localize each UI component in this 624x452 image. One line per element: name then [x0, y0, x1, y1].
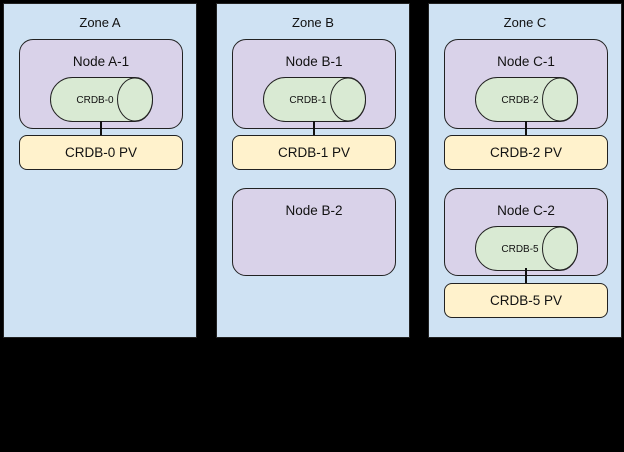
database-cylinder-icon: CRDB-0	[50, 77, 154, 122]
pod-label: CRDB-0	[76, 95, 114, 106]
pod-label: CRDB-1	[289, 95, 327, 106]
node-box-c1: Node C-1 CRDB-2	[444, 39, 608, 129]
crdb-pod: CRDB-0	[50, 77, 154, 122]
cylinder-cap	[117, 77, 153, 122]
crdb-pod: CRDB-1	[263, 77, 367, 122]
database-cylinder-icon: CRDB-2	[475, 77, 579, 122]
cylinder-cap	[330, 77, 366, 122]
node-label: Node B-2	[285, 203, 343, 218]
pv-label: CRDB-5 PV	[489, 293, 562, 308]
zone-panel-c: Zone C Node C-1 CRDB-2 CRDB-2 PV Node C-…	[428, 3, 622, 338]
pod-to-pv-connector	[100, 121, 102, 136]
node-box-a1: Node A-1 CRDB-0	[19, 39, 183, 129]
zone-panel-a: Zone A Node A-1 CRDB-0 CRDB-0 PV	[3, 3, 197, 338]
pv-box: CRDB-5 PV	[444, 283, 608, 318]
node-label: Node A-1	[72, 54, 130, 69]
pod-to-pv-connector	[313, 121, 315, 136]
node-box-b1: Node B-1 CRDB-1	[232, 39, 396, 129]
database-cylinder-icon: CRDB-5	[475, 226, 579, 271]
zone-title: Zone A	[79, 15, 121, 30]
cylinder-cap	[542, 77, 578, 122]
zone-title: Zone C	[503, 15, 547, 30]
pv-label: CRDB-2 PV	[489, 145, 562, 160]
crdb-pod: CRDB-2	[475, 77, 579, 122]
pod-to-pv-connector	[525, 121, 527, 136]
node-label: Node C-1	[497, 54, 555, 69]
pv-label: CRDB-0 PV	[64, 145, 137, 160]
pod-to-pv-connector	[525, 268, 527, 284]
node-box-b2: Node B-2	[232, 188, 396, 276]
pv-box: CRDB-1 PV	[232, 135, 396, 170]
crdb-pod: CRDB-5	[475, 226, 579, 271]
pod-label: CRDB-2	[501, 95, 539, 106]
pv-label: CRDB-1 PV	[277, 145, 350, 160]
pv-box: CRDB-0 PV	[19, 135, 183, 170]
pod-label: CRDB-5	[501, 244, 539, 255]
node-label: Node B-1	[285, 54, 343, 69]
pv-box: CRDB-2 PV	[444, 135, 608, 170]
zone-panel-b: Zone B Node B-1 CRDB-1 CRDB-1 PV Node B-…	[216, 3, 410, 338]
node-box-c2: Node C-2 CRDB-5	[444, 188, 608, 276]
node-label: Node C-2	[497, 203, 555, 218]
cylinder-cap	[542, 226, 578, 271]
zone-title: Zone B	[292, 15, 334, 30]
database-cylinder-icon: CRDB-1	[263, 77, 367, 122]
